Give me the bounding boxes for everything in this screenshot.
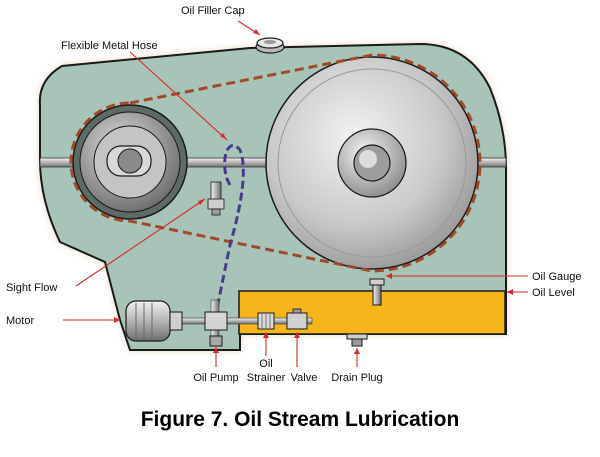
motor [125, 300, 183, 342]
sight-flow [207, 181, 225, 216]
leader-sight-flow [75, 198, 206, 287]
small-sprocket [72, 104, 188, 220]
label-oil-filler-cap: Oil Filler Cap [181, 5, 245, 17]
flexible-metal-hose [213, 144, 245, 319]
label-oil-level: Oil Level [532, 287, 575, 299]
large-sprocket [265, 56, 479, 270]
oil-filler-cap [255, 37, 285, 54]
valve [286, 308, 308, 330]
label-oil-gauge: Oil Gauge [532, 271, 582, 283]
oil-strainer [257, 312, 275, 330]
drive-chain [69, 53, 482, 273]
label-flexible-metal-hose: Flexible Metal Hose [61, 40, 158, 52]
oil-reservoir [238, 290, 506, 335]
label-motor: Motor [6, 315, 34, 327]
leader-flexible-metal-hose [129, 51, 228, 141]
drain-plug [346, 333, 368, 347]
oil-pump [204, 311, 228, 347]
label-sight-flow: Sight Flow [6, 282, 57, 294]
label-oil-strainer-line2: Strainer [247, 372, 286, 384]
figure-caption: Figure 7. Oil Stream Lubrication [140, 408, 460, 431]
label-oil-pump: Oil Pump [193, 372, 238, 384]
oil-gauge [369, 278, 385, 306]
label-drain-plug: Drain Plug [331, 372, 382, 384]
label-valve: Valve [291, 372, 318, 384]
label-oil-strainer-line1: Oil [259, 358, 272, 370]
